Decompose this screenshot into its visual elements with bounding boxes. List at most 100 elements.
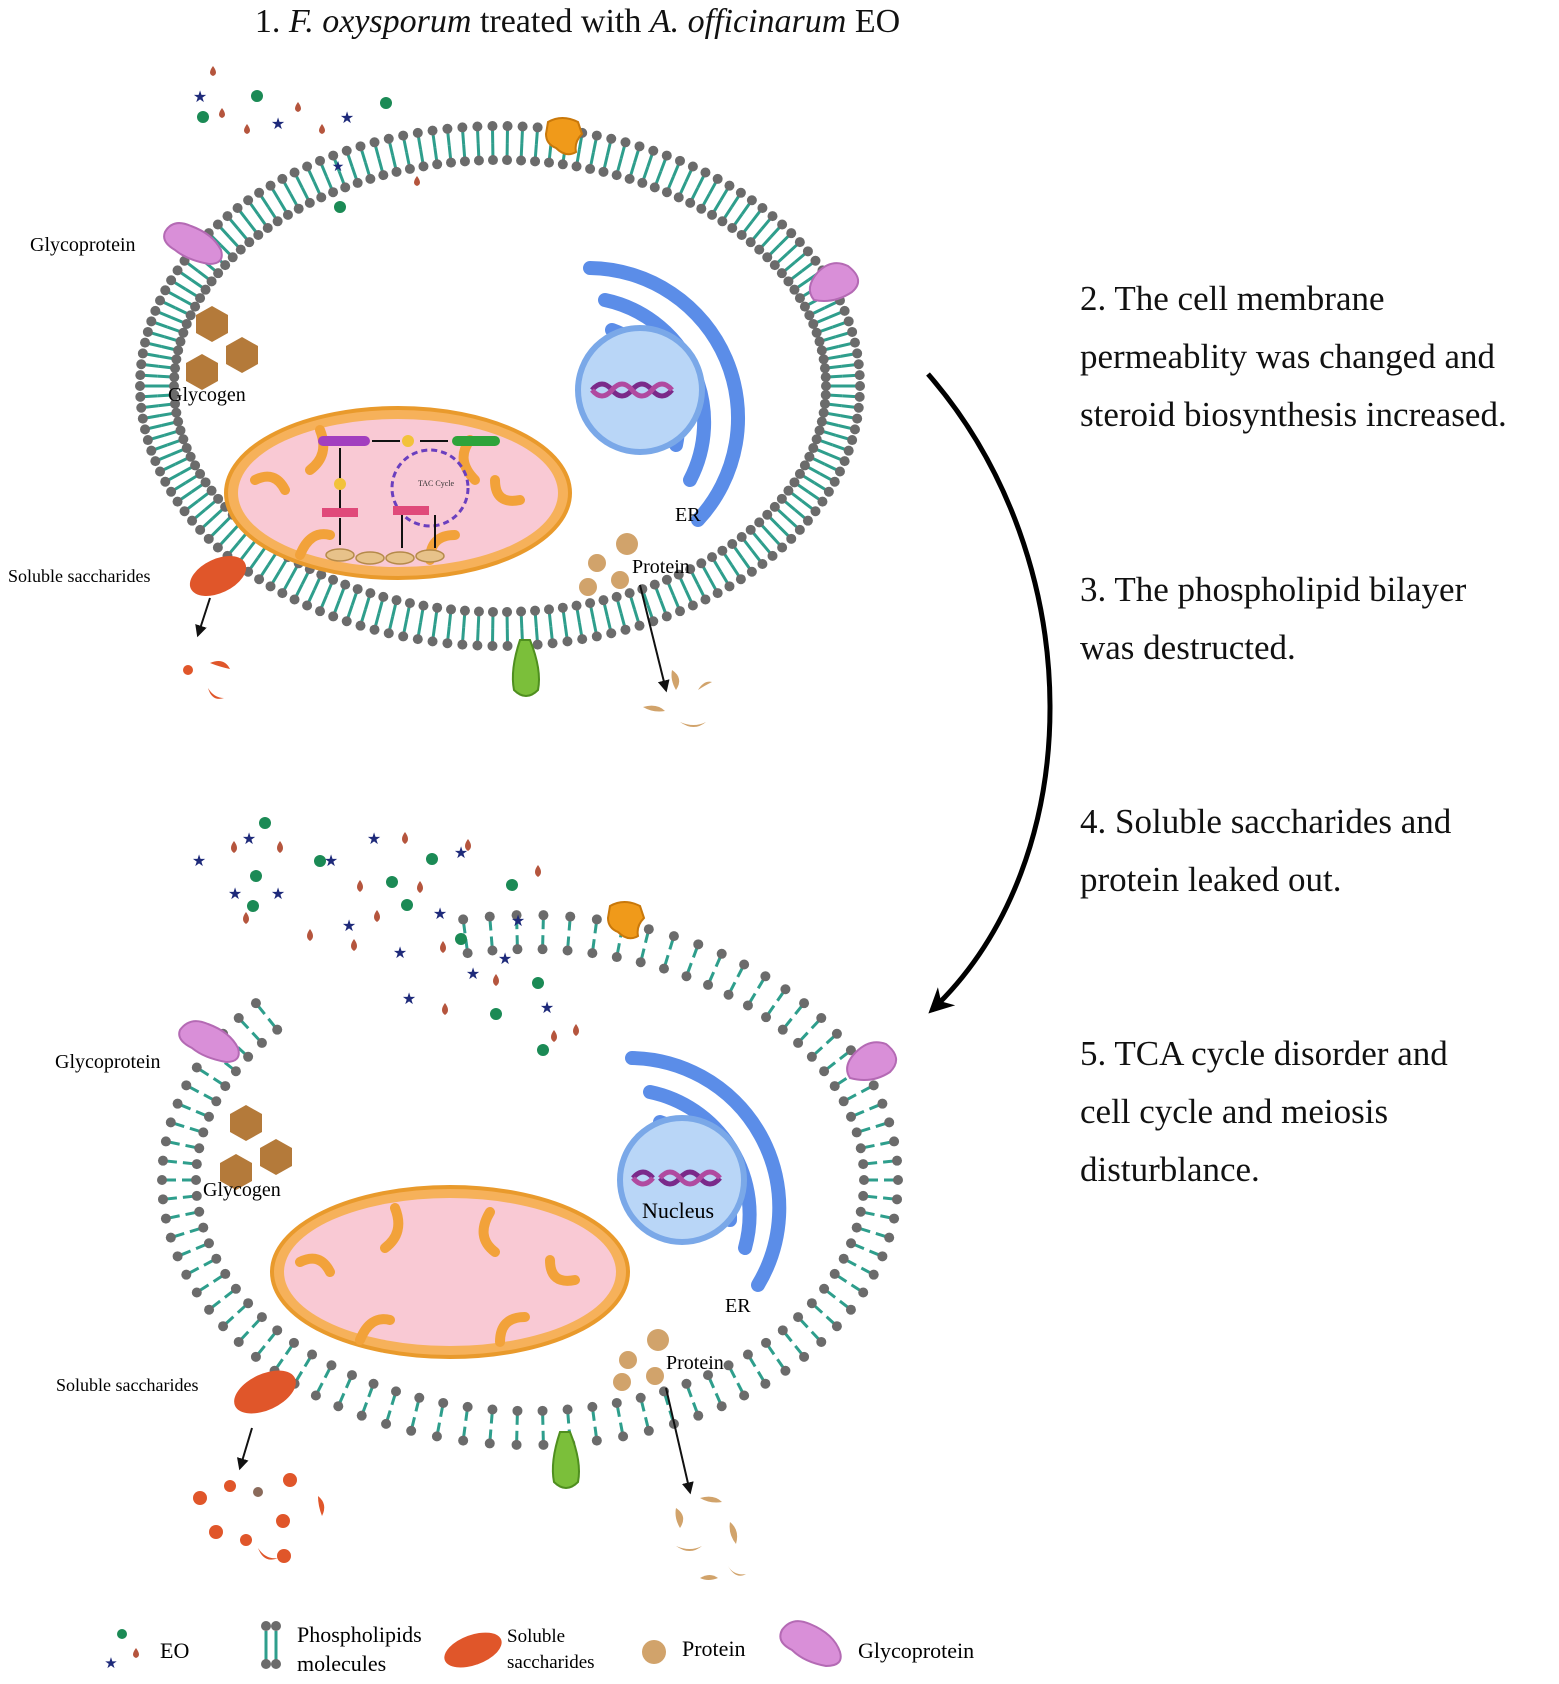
eo-dot: [506, 879, 518, 891]
phospholipid: [157, 1155, 202, 1170]
eo-drop: [357, 880, 363, 892]
bottom-saccharide-fragments: [193, 1473, 325, 1563]
phospholipid: [818, 348, 863, 365]
bottom-er-label: ER: [725, 1295, 751, 1317]
phospholipid: [341, 145, 363, 188]
phospholipid: [808, 443, 850, 467]
phospholipid: [816, 416, 860, 435]
top-cell-membrane: [135, 121, 865, 651]
phospholipid: [516, 121, 528, 166]
legend-protein-label: Protein: [682, 1636, 746, 1661]
legend: ★ EO Phospholipids molecules Soluble sac…: [104, 1620, 974, 1676]
top-glycoprotein-left: [163, 222, 223, 266]
bottom-nucleus-label: Nucleus: [642, 1198, 714, 1223]
legend-saccharide-icon: [444, 1632, 502, 1668]
phospholipid: [543, 604, 558, 649]
phospholipid: [172, 265, 211, 295]
phospholipid: [328, 150, 351, 193]
eo-dot: [314, 855, 326, 867]
phospholipid: [776, 246, 813, 279]
phospholipid: [829, 1268, 869, 1298]
phospholipid: [804, 451, 845, 477]
phospholipid: [166, 468, 206, 497]
eo-drop: [243, 912, 249, 924]
eo-drop: [465, 839, 471, 851]
phospholipid: [557, 602, 573, 647]
phospholipid: [745, 211, 778, 248]
phospholipid: [658, 1386, 679, 1429]
phospholipid: [502, 606, 513, 651]
eo-star: ★: [402, 991, 416, 1008]
top-channel-green: [511, 639, 540, 697]
legend-eo-icon: ★: [104, 1629, 139, 1672]
phospholipid: [858, 1190, 903, 1205]
eo-dot: [490, 1008, 502, 1020]
bottom-saccharides-label: Soluble saccharides: [56, 1375, 198, 1395]
bottom-dna: [631, 1169, 722, 1187]
phospholipid: [851, 1222, 895, 1243]
phospholipid: [427, 602, 443, 647]
phospholipid: [150, 305, 192, 329]
eo-star: ★: [540, 1000, 554, 1017]
phospholipid: [562, 911, 576, 956]
phospholipid: [250, 998, 283, 1035]
eo-dot: [250, 870, 262, 882]
bottom-mitochondrion: [270, 1185, 630, 1359]
top-nucleus: [575, 325, 705, 455]
phospholipid: [150, 443, 192, 467]
legend-soluble-line1: Soluble: [507, 1626, 565, 1647]
phospholipid: [624, 141, 645, 184]
phospholipid: [530, 605, 543, 650]
phospholipid: [398, 130, 415, 174]
phospholipid: [328, 579, 351, 622]
eo-dot: [537, 1044, 549, 1056]
phospholipid: [310, 1360, 337, 1401]
phospholipid: [742, 1349, 771, 1389]
phospholipid: [806, 1028, 842, 1062]
bottom-eo-particles: ★★★★★★★★★★★★★★★: [192, 817, 579, 1056]
phospholipid: [681, 939, 704, 982]
bottom-channel-orange: [606, 901, 646, 940]
phospholipid: [250, 1325, 283, 1362]
phospholipid: [136, 359, 181, 374]
phospholipid: [762, 228, 797, 263]
phospholipid: [685, 564, 711, 605]
eo-drop: [573, 1024, 579, 1036]
phospholipid: [136, 398, 181, 413]
eo-drop: [231, 841, 237, 853]
phospholipid: [302, 569, 327, 611]
phospholipid: [172, 1098, 214, 1122]
phospholipid: [181, 1080, 222, 1107]
phospholipid: [851, 1117, 895, 1138]
bottom-cell-membrane: [157, 910, 903, 1450]
phospholipid: [727, 195, 757, 233]
phospholipid: [195, 501, 231, 535]
eo-dot: [401, 899, 413, 911]
bottom-glycogen: [220, 1105, 292, 1190]
svg-text:★: ★: [340, 110, 354, 127]
phospholipid: [140, 337, 184, 356]
phospholipid: [846, 1238, 888, 1262]
phospholipid: [369, 137, 389, 181]
title-prefix: 1.: [254, 3, 289, 40]
step-5: 5. TCA cycle disorder and cell cycle and…: [1080, 1034, 1448, 1189]
tca-cycle-label: TAC Cycle: [418, 479, 454, 488]
phospholipid: [707, 180, 735, 220]
svg-text:★: ★: [193, 89, 207, 106]
phospholipid: [723, 959, 750, 1000]
phospholipid: [658, 931, 679, 974]
eo-star: ★: [454, 845, 468, 862]
top-er-label: ER: [675, 504, 701, 526]
phospholipid: [356, 1378, 379, 1421]
phospholipid: [793, 1013, 827, 1048]
step-2: 2. The cell membrane permeablity was cha…: [1080, 279, 1507, 434]
phospholipid: [761, 1337, 791, 1376]
bottom-cell: Nucleus: [55, 817, 897, 1580]
phospholipid: [808, 305, 850, 329]
eo-dot: [426, 853, 438, 865]
eo-drop: [277, 841, 283, 853]
eo-star: ★: [511, 913, 525, 930]
eo-drop: [442, 1003, 448, 1015]
phospholipid: [585, 130, 602, 174]
